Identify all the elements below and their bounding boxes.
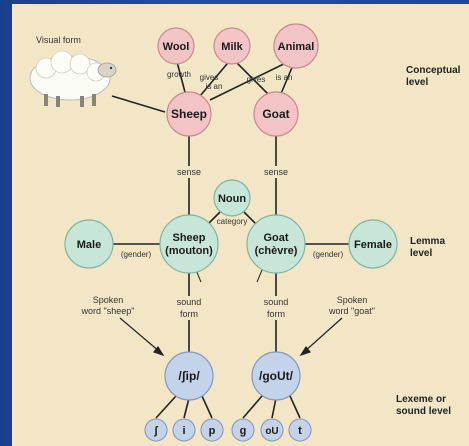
- label-sense-1: sense: [177, 167, 201, 177]
- level-lemma-line1: Lemma: [410, 236, 445, 247]
- sense-bg-2: [261, 166, 291, 178]
- sound-form-bg-1: [172, 296, 206, 320]
- node-sheep-lexeme-label: /ʃip/: [178, 369, 200, 383]
- level-conceptual-line1: Conceptual: [406, 65, 461, 76]
- conceptual-nodes: Wool Milk Animal Sheep Goat: [157, 23, 319, 137]
- arrowhead-spoken-sheep: [152, 345, 165, 357]
- lemma-nodes: Noun category Sheep (mouton) Goat (chèvr…: [64, 179, 398, 274]
- label-is-an-2: is an: [276, 73, 293, 82]
- node-noun: [213, 179, 251, 217]
- node-phoneme-t: [288, 418, 312, 442]
- node-noun-label: Noun: [218, 193, 246, 205]
- phoneme-nodes: ʃ i p g oU t: [144, 418, 312, 442]
- label-gender-1: (gender): [121, 250, 152, 259]
- label-category: category: [217, 217, 248, 226]
- edge-visual-sheep: [111, 95, 166, 113]
- edge-milk-sheep: [199, 57, 233, 97]
- node-phoneme-sh-label: ʃ: [153, 425, 159, 437]
- edge-lex-i: [183, 397, 190, 419]
- node-phoneme-i-label: i: [182, 425, 185, 437]
- node-phoneme-g: [231, 418, 255, 442]
- node-milk-label: Milk: [221, 41, 243, 53]
- label-sound-form-2-line1: sound: [264, 297, 289, 307]
- level-lexeme-line1: Lexeme or: [396, 394, 446, 405]
- arrow-tick-goat: [256, 269, 263, 283]
- node-goat-lexeme: [251, 351, 301, 401]
- edge-lex-sh: [155, 395, 177, 419]
- lexeme-nodes: /ʃip/ /goUt/: [164, 351, 301, 401]
- node-goat-lexeme-label: /goUt/: [259, 369, 294, 383]
- edge-milk-goat: [231, 57, 271, 97]
- label-gives-2: gives: [247, 75, 266, 84]
- label-is-an-1: is an: [206, 82, 223, 91]
- node-phoneme-p-label: p: [209, 425, 216, 437]
- node-female: [348, 219, 398, 269]
- sense-bg-1: [174, 166, 204, 178]
- edge-lex-t: [289, 395, 301, 419]
- node-goat-concept-label: Goat: [262, 107, 289, 121]
- node-wool: [157, 27, 195, 65]
- node-wool-label: Wool: [163, 41, 190, 53]
- sheep-illustration: [29, 50, 117, 107]
- node-sheep-concept: [166, 91, 212, 137]
- node-phoneme-sh: [144, 418, 168, 442]
- label-gender-2: (gender): [313, 250, 344, 259]
- node-phoneme-p: [200, 418, 224, 442]
- edge-lex-g: [242, 395, 263, 419]
- node-phoneme-i: [172, 418, 196, 442]
- node-sheep-lexeme: [164, 351, 214, 401]
- node-goat-lemma: [246, 214, 306, 274]
- spoken-arrows: [119, 269, 343, 357]
- node-goat-concept: [253, 91, 299, 137]
- node-sheep-lemma: [159, 214, 219, 274]
- label-sound-form-1-line1: sound: [177, 297, 202, 307]
- arrow-spoken-goat: [303, 317, 343, 353]
- edges: [111, 57, 350, 419]
- node-sheep-concept-label: Sheep: [171, 107, 207, 121]
- edge-animal-sheep: [209, 57, 297, 101]
- label-sound-form-1-line2: form: [180, 309, 198, 319]
- arrow-spoken-sheep: [119, 317, 161, 353]
- label-sense-2: sense: [264, 167, 288, 177]
- edge-lex-p: [201, 395, 213, 419]
- label-spoken-goat-line1: Spoken: [337, 295, 368, 305]
- label-growth: growth: [167, 70, 191, 79]
- node-sheep-lemma-line1: Sheep: [172, 232, 205, 244]
- gender-bg-2: [310, 249, 346, 260]
- gender-bg-1: [118, 249, 154, 260]
- node-sheep-lemma-line2: (mouton): [165, 245, 213, 257]
- arrowhead-spoken-goat: [299, 345, 312, 357]
- node-female-label: Female: [354, 239, 392, 251]
- node-phoneme-t-label: t: [298, 425, 302, 437]
- visual-form-label: Visual form: [36, 35, 81, 45]
- level-lemma-line2: level: [410, 248, 432, 259]
- node-phoneme-ou-label: oU: [265, 426, 278, 437]
- level-conceptual-line2: level: [406, 77, 428, 88]
- node-phoneme-ou: [260, 418, 284, 442]
- sound-form-bg-2: [259, 296, 293, 320]
- label-gives-1: gives: [200, 73, 219, 82]
- node-goat-lemma-line1: Goat: [263, 232, 288, 244]
- node-goat-lemma-line2: (chèvre): [255, 245, 298, 257]
- node-male-label: Male: [77, 239, 101, 251]
- node-phoneme-g-label: g: [240, 425, 247, 437]
- level-lexeme-line2: sound level: [396, 406, 451, 417]
- node-animal-label: Animal: [278, 41, 315, 53]
- label-spoken-sheep-line2: word "sheep": [81, 306, 135, 316]
- label-spoken-sheep-line1: Spoken: [93, 295, 124, 305]
- node-milk: [213, 27, 251, 65]
- node-male: [64, 219, 114, 269]
- label-sound-form-2-line2: form: [267, 309, 285, 319]
- node-animal: [273, 23, 319, 69]
- edge-lex-ou: [271, 397, 277, 419]
- label-spoken-goat-line2: word "goat": [328, 306, 375, 316]
